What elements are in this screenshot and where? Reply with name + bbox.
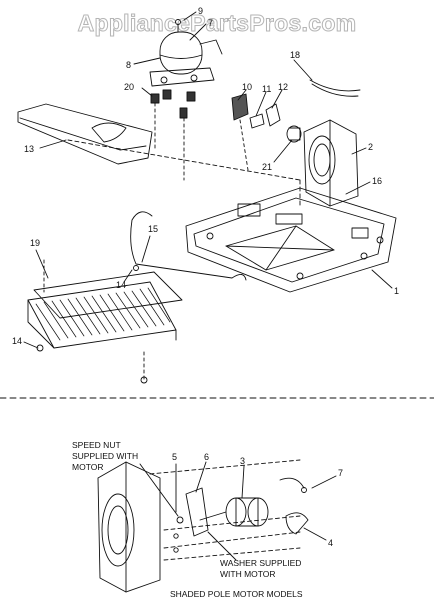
fan-motor	[286, 125, 302, 143]
callout-19: 19	[30, 238, 40, 248]
callout-2: 2	[368, 142, 373, 152]
speed-nut-note-line-1: SPEED NUT	[72, 440, 121, 450]
callout-10: 10	[242, 82, 252, 92]
lower-callout-3: 3	[240, 456, 245, 466]
caption: SHADED POLE MOTOR MODELS	[170, 589, 303, 599]
callout-8: 8	[126, 60, 131, 70]
tube-15	[130, 211, 247, 281]
callout-15: 15	[148, 224, 158, 234]
tube-18	[309, 79, 361, 92]
speed-nut-note-line-3: MOTOR	[72, 462, 103, 472]
callout-14b: 14	[12, 336, 22, 346]
lower-callout-4: 4	[328, 538, 333, 548]
washer-note-line-1: WASHER SUPPLIED	[220, 558, 301, 568]
fan-motor-3	[199, 497, 269, 527]
relay-overload	[231, 93, 281, 171]
callout-13: 13	[24, 144, 34, 154]
speed-nut-note-line-2: SUPPLIED WITH	[72, 451, 138, 461]
callout-21: 21	[262, 162, 272, 172]
callout-7: 7	[208, 18, 213, 28]
condenser-coil	[27, 271, 183, 349]
speed-nut	[176, 516, 184, 524]
callout-1: 1	[394, 286, 399, 296]
washer-note-line-2: WITH MOTOR	[220, 569, 276, 579]
watermark: AppliancePartsPros.com	[77, 10, 357, 37]
speed-nut-note: SPEED NUT SUPPLIED WITH MOTOR	[72, 440, 138, 472]
washer-note: WASHER SUPPLIED WITH MOTOR	[220, 558, 301, 579]
callout-11: 11	[262, 84, 271, 94]
fan-shroud	[303, 119, 359, 207]
lower-callout-7: 7	[338, 468, 343, 478]
lower-callout-6: 6	[204, 452, 209, 462]
lower-callouts: 5 6 3 7 4	[172, 452, 343, 548]
compressor	[149, 19, 223, 87]
motor-mount-4	[279, 477, 309, 535]
compressor-grommets	[150, 89, 196, 181]
upper-callouts: 9 7 8 20 10 11 12 18 13 2 21 16 15 19 14…	[12, 6, 399, 346]
motor-shroud	[97, 461, 161, 593]
callout-20: 20	[124, 82, 134, 92]
callout-12: 12	[278, 82, 288, 92]
callout-16: 16	[372, 176, 382, 186]
lower-callout-5: 5	[172, 452, 177, 462]
base-plate	[185, 187, 397, 293]
drain-pan	[17, 103, 153, 165]
callout-18: 18	[290, 50, 300, 60]
callout-14a: 14	[116, 280, 126, 290]
coil-fins	[35, 287, 171, 341]
callout-9: 9	[198, 6, 203, 16]
motor-bracket-6	[185, 487, 209, 537]
